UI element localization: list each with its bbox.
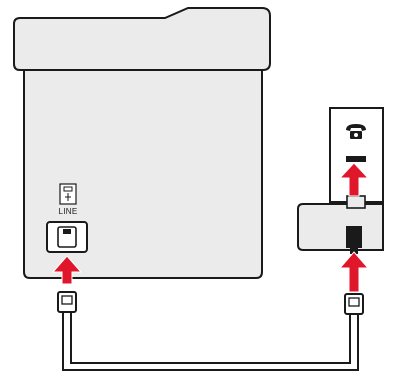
printer (13, 7, 271, 279)
cable-plug-right (344, 293, 364, 315)
adapter-port[interactable] (346, 226, 362, 254)
line-port-label: LINE (58, 207, 78, 216)
phone-cable (57, 291, 364, 371)
cable-plug-left (57, 291, 77, 313)
arrow-adapter-port (338, 251, 370, 293)
line-adapter (297, 195, 384, 254)
line-port-icon (59, 183, 77, 205)
arrow-printer-port (51, 255, 83, 285)
wall-socket-slot (346, 156, 366, 162)
arrow-wall-jack (338, 162, 370, 197)
line-port-jack[interactable] (46, 221, 88, 253)
adapter-body (297, 203, 384, 251)
telephone-icon (346, 124, 366, 139)
printer-scanner-top (13, 7, 271, 71)
